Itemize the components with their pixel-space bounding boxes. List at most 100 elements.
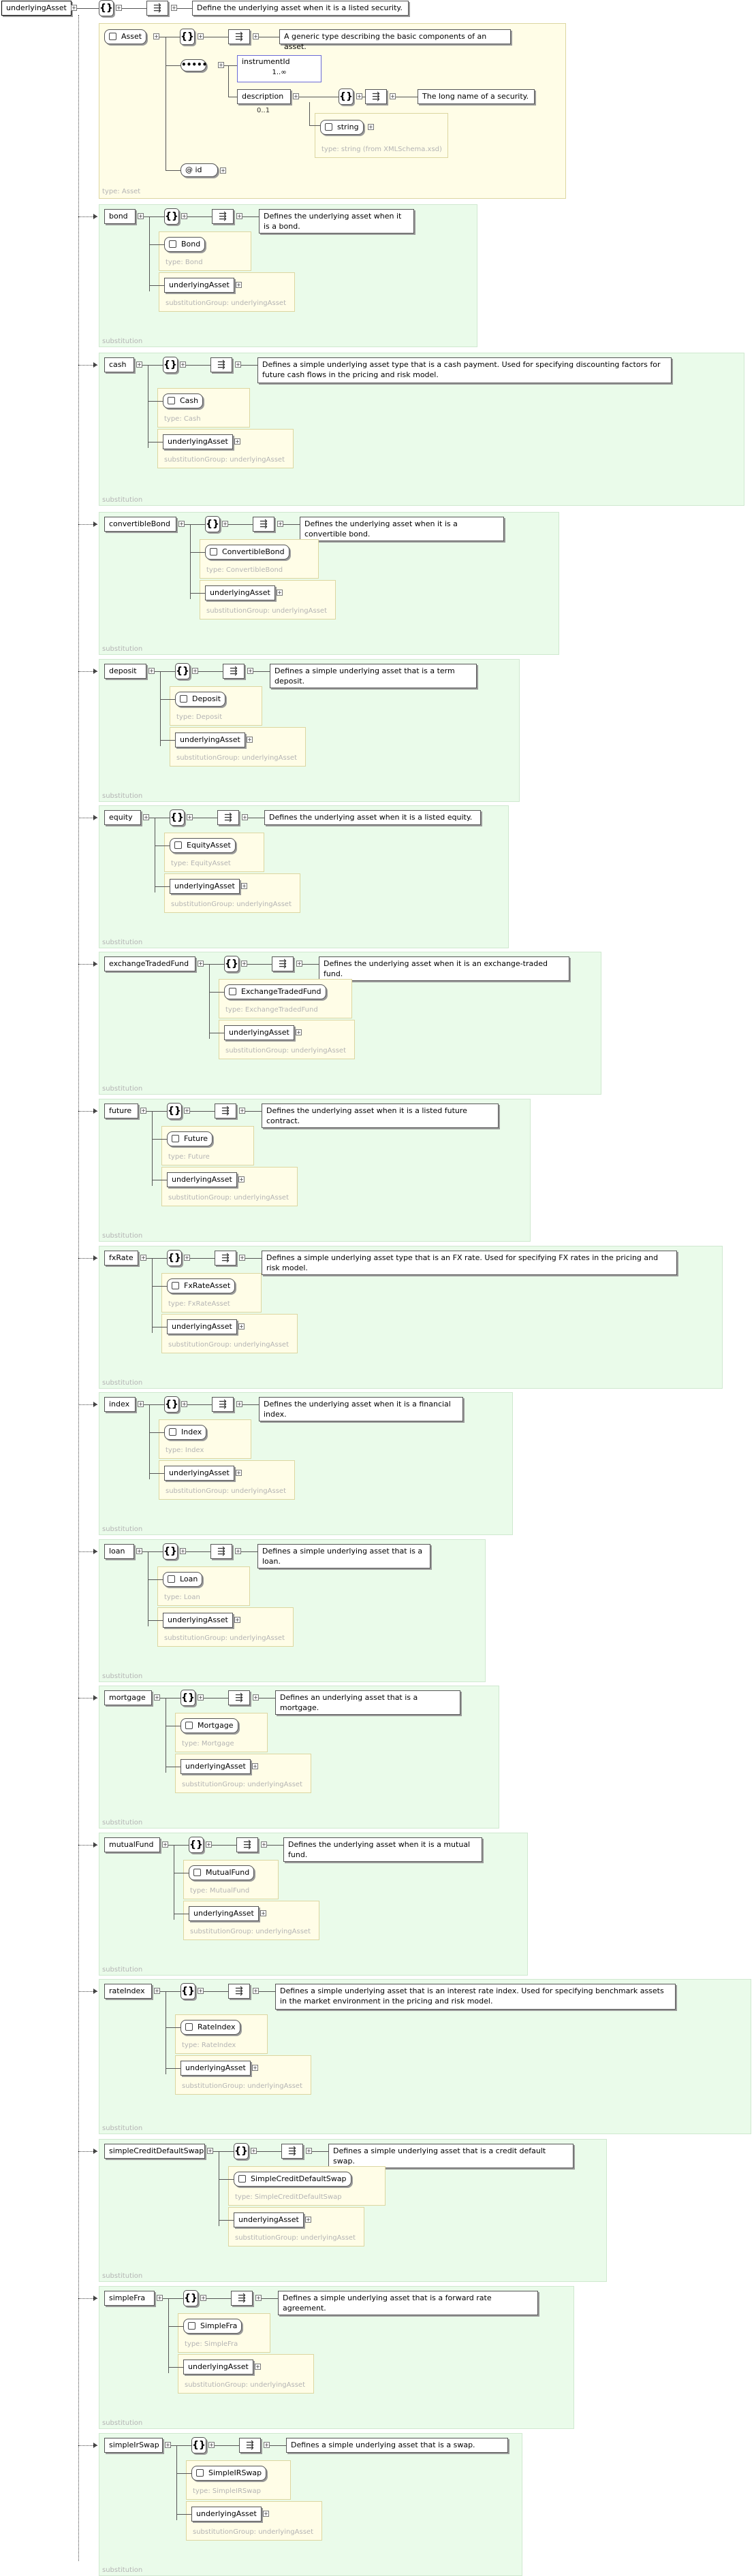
substitution-element-index[interactable]: index <box>104 1397 136 1412</box>
substitution-group-node[interactable]: underlyingAsset <box>224 1025 294 1040</box>
element-expand-icon[interactable]: + <box>162 1841 168 1848</box>
type-node[interactable]: Deposit <box>175 692 226 707</box>
choice-expand-icon[interactable]: + <box>235 1548 241 1554</box>
element-expand-icon[interactable]: + <box>136 361 142 368</box>
root-choice-expand-icon[interactable]: + <box>171 5 177 11</box>
choice-expand-icon[interactable]: + <box>261 1841 267 1848</box>
choice-expand-icon[interactable]: + <box>255 2295 262 2301</box>
sequence-expand-icon[interactable]: + <box>200 2295 206 2301</box>
description-choice-expand-icon[interactable]: + <box>390 93 396 99</box>
substitution-group-expand-icon[interactable]: + <box>241 883 247 889</box>
choice-expand-icon[interactable]: + <box>235 361 241 368</box>
element-expand-icon[interactable]: + <box>157 2295 163 2301</box>
substitution-group-node[interactable]: underlyingAsset <box>175 732 245 747</box>
substitution-element-cash[interactable]: cash <box>104 357 134 372</box>
sequence-expand-icon[interactable]: + <box>184 1255 190 1261</box>
substitution-group-expand-icon[interactable]: + <box>252 1763 258 1769</box>
choice-expand-icon[interactable]: + <box>236 213 242 219</box>
root-sequence-expand-icon[interactable]: + <box>116 5 122 11</box>
type-node[interactable]: Loan <box>163 1572 203 1587</box>
sequence-expand-icon[interactable]: + <box>187 814 193 820</box>
substitution-element-mortgage[interactable]: mortgage <box>104 1690 152 1705</box>
element-expand-icon[interactable]: + <box>138 1401 144 1407</box>
substitution-group-expand-icon[interactable]: + <box>255 2364 261 2370</box>
substitution-group-expand-icon[interactable]: + <box>305 2217 311 2223</box>
substitution-element-bond[interactable]: bond <box>104 209 136 224</box>
element-expand-icon[interactable]: + <box>198 961 204 967</box>
substitution-group-node[interactable]: underlyingAsset <box>167 1172 237 1187</box>
choice-expand-icon[interactable]: + <box>277 521 283 527</box>
element-expand-icon[interactable]: + <box>140 1255 146 1261</box>
sequence-expand-icon[interactable]: + <box>181 1401 187 1407</box>
substitution-group-node[interactable]: underlyingAsset <box>163 434 233 449</box>
substitution-group-node[interactable]: underlyingAsset <box>164 1466 234 1481</box>
asset-sequence-expand-icon[interactable]: + <box>198 33 204 39</box>
root-expand-icon[interactable]: + <box>71 5 77 11</box>
substitution-group-node[interactable]: underlyingAsset <box>163 1613 233 1628</box>
instrumentId-element[interactable]: instrumentId 1..∞ <box>237 55 321 82</box>
element-expand-icon[interactable]: + <box>136 1548 142 1554</box>
sequence-expand-icon[interactable]: + <box>180 361 186 368</box>
sequence-expand-icon[interactable]: + <box>192 668 198 674</box>
substitution-group-node[interactable]: underlyingAsset <box>191 2507 262 2522</box>
substitution-element-loan[interactable]: loan <box>104 1544 134 1559</box>
id-attribute-expand-icon[interactable]: + <box>220 167 226 174</box>
choice-expand-icon[interactable]: + <box>242 814 248 820</box>
substitution-group-node[interactable]: underlyingAsset <box>189 1906 259 1921</box>
description-sequence-expand-icon[interactable]: + <box>356 93 362 99</box>
sequence-expand-icon[interactable]: + <box>251 2148 257 2154</box>
choice-expand-icon[interactable]: + <box>236 1401 242 1407</box>
substitution-group-node[interactable]: underlyingAsset <box>167 1319 237 1334</box>
type-node[interactable]: ExchangeTradedFund <box>224 984 326 999</box>
substitution-group-expand-icon[interactable]: + <box>277 590 283 596</box>
sequence-expand-icon[interactable]: + <box>180 1548 186 1554</box>
root-element-underlyingAsset[interactable]: underlyingAsset <box>1 1 72 16</box>
string-type-expand-icon[interactable]: + <box>368 124 374 130</box>
type-node[interactable]: RateIndex <box>180 2020 240 2035</box>
sequence-expand-icon[interactable]: + <box>208 2442 215 2448</box>
type-node[interactable]: Mortgage <box>180 1718 238 1733</box>
description-expand-icon[interactable]: + <box>293 93 299 99</box>
element-expand-icon[interactable]: + <box>138 213 144 219</box>
element-expand-icon[interactable]: + <box>165 2442 171 2448</box>
element-expand-icon[interactable]: + <box>148 668 155 674</box>
substitution-group-expand-icon[interactable]: + <box>234 1617 240 1623</box>
substitution-element-simpleCreditDefaultSwap[interactable]: simpleCreditDefaultSwap <box>104 2144 205 2159</box>
substitution-group-expand-icon[interactable]: + <box>252 2065 258 2071</box>
sequence-expand-icon[interactable]: + <box>198 1694 204 1701</box>
substitution-element-simpleIrSwap[interactable]: simpleIrSwap <box>104 2438 163 2453</box>
substitution-group-node[interactable]: underlyingAsset <box>205 585 275 600</box>
string-type-node[interactable]: string <box>320 120 364 135</box>
id-attribute[interactable]: @ id <box>180 163 218 177</box>
substitution-group-expand-icon[interactable]: + <box>236 282 242 288</box>
substitution-element-fxRate[interactable]: fxRate <box>104 1251 138 1266</box>
asset-type-expand-icon[interactable]: + <box>153 33 159 39</box>
substitution-group-expand-icon[interactable]: + <box>247 737 253 743</box>
substitution-element-equity[interactable]: equity <box>104 810 141 825</box>
choice-expand-icon[interactable]: + <box>247 668 253 674</box>
type-node[interactable]: EquityAsset <box>170 838 236 853</box>
type-node[interactable]: SimpleFra <box>183 2319 242 2334</box>
type-node[interactable]: Cash <box>163 393 204 408</box>
type-node[interactable]: SimpleCreditDefaultSwap <box>234 2172 351 2187</box>
substitution-group-expand-icon[interactable]: + <box>296 1029 302 1035</box>
type-node[interactable]: MutualFund <box>189 1865 255 1880</box>
substitution-group-expand-icon[interactable]: + <box>238 1176 245 1182</box>
substitution-group-node[interactable]: underlyingAsset <box>180 2061 251 2076</box>
type-node[interactable]: SimpleIRSwap <box>191 2466 267 2481</box>
substitution-group-expand-icon[interactable]: + <box>260 1910 266 1916</box>
substitution-group-node[interactable]: underlyingAsset <box>183 2360 253 2374</box>
sequence-expand-icon[interactable]: + <box>222 521 228 527</box>
substitution-group-expand-icon[interactable]: + <box>236 1470 242 1476</box>
substitution-element-convertibleBond[interactable]: convertibleBond <box>104 517 176 532</box>
choice-expand-icon[interactable]: + <box>239 1108 245 1114</box>
substitution-group-node[interactable]: underlyingAsset <box>180 1759 251 1774</box>
element-expand-icon[interactable]: + <box>207 2148 213 2154</box>
type-node[interactable]: ConvertibleBond <box>205 545 289 560</box>
asset-choice-expand-icon[interactable]: + <box>253 33 259 39</box>
substitution-group-expand-icon[interactable]: + <box>263 2511 269 2517</box>
element-expand-icon[interactable]: + <box>140 1108 146 1114</box>
description-element[interactable]: description <box>237 89 291 104</box>
element-expand-icon[interactable]: + <box>154 1694 160 1701</box>
substitution-element-exchangeTradedFund[interactable]: exchangeTradedFund <box>104 956 195 971</box>
